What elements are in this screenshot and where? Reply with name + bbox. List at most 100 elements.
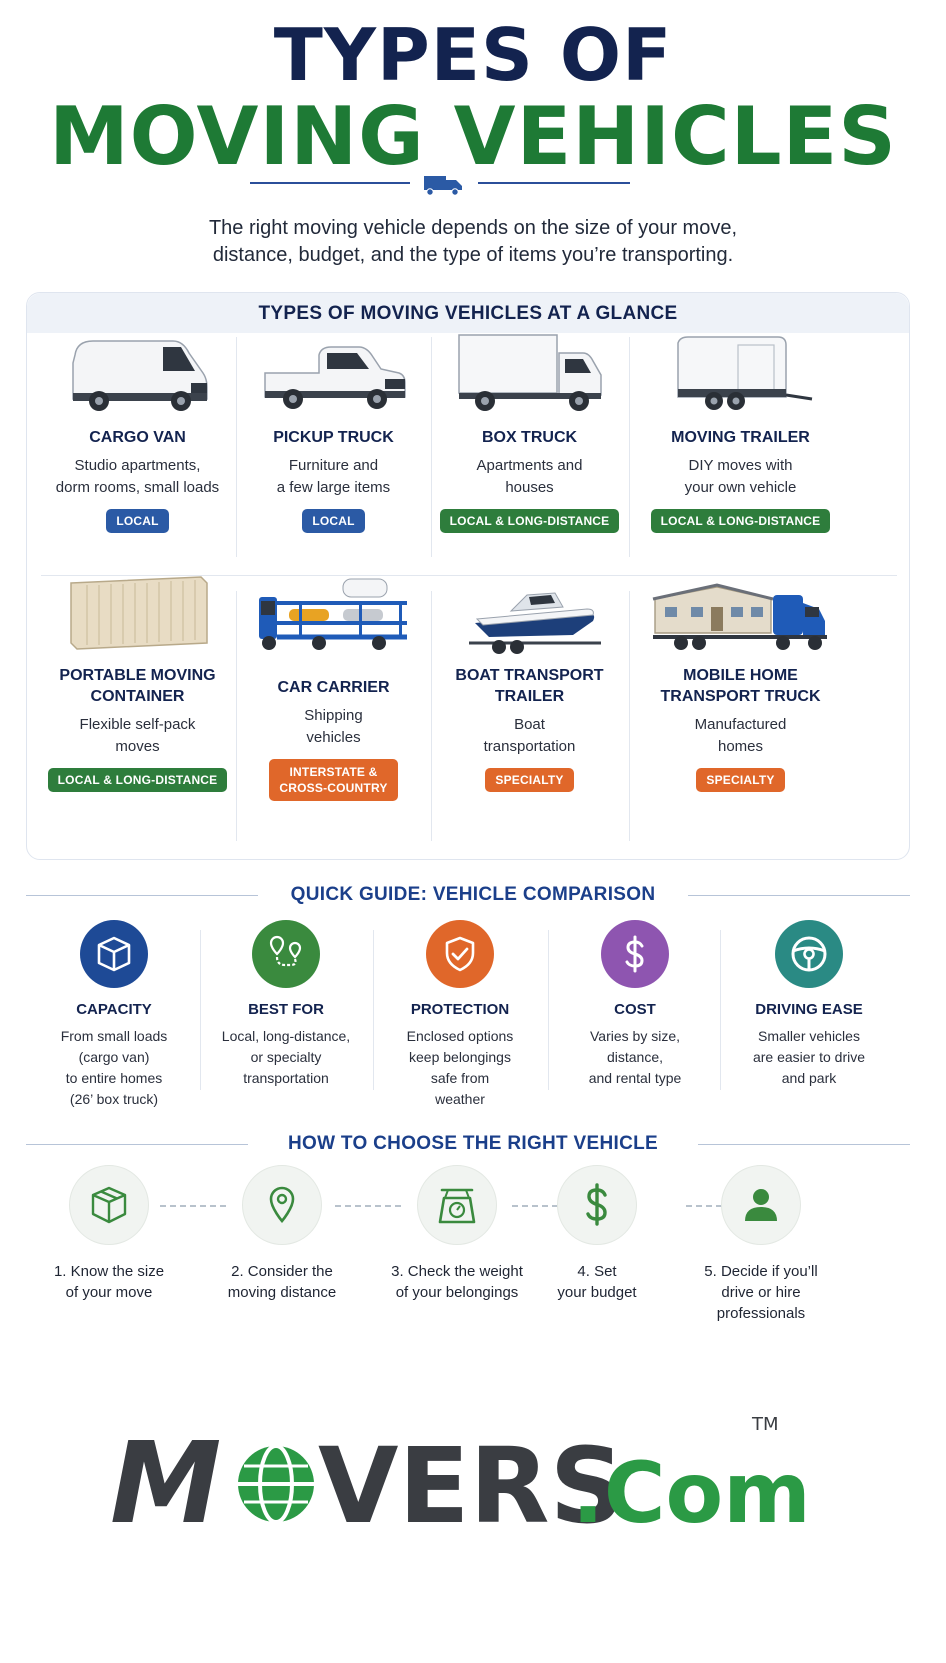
badge-line: INTERSTATE &	[289, 765, 378, 779]
step-text-line: professionals	[716, 1305, 806, 1322]
description-line: your own vehicle	[684, 479, 797, 496]
vehicle-description: Apartments and houses	[419, 455, 640, 499]
description-line: keep belongings	[409, 1049, 511, 1065]
step-text-line: drive or hire	[721, 1284, 801, 1301]
subtitle-line-2: distance, budget, and the type of items …	[212, 244, 734, 266]
vehicle-card-car-carrier: CAR CARRIER Shipping vehicles INTERSTATE…	[223, 573, 444, 801]
cargo-van-icon	[71, 340, 208, 411]
distance-badge: SPECIALTY	[485, 768, 574, 792]
vehicle-card-portable-container: PORTABLE MOVING CONTAINER Flexible self-…	[27, 573, 248, 792]
globe-icon	[238, 1444, 314, 1524]
description-line: to entire homes	[65, 1070, 163, 1086]
vehicle-description: Boat transportation	[419, 714, 640, 758]
step-connector	[160, 1205, 226, 1207]
vehicles-at-a-glance-card: TYPES OF MOVING VEHICLES AT A GLANCE CAR…	[26, 292, 910, 860]
vehicle-name: BOAT TRANSPORT TRAILER	[419, 665, 640, 707]
distance-badge: LOCAL & LONG-DISTANCE	[439, 509, 620, 533]
vehicle-description: Manufactured homes	[630, 714, 851, 758]
movers-com-logo: M VERS .Com TM	[110, 1414, 810, 1540]
name-line: CONTAINER	[90, 688, 185, 705]
step-connector	[686, 1205, 752, 1207]
vehicle-card-moving-trailer: MOVING TRAILER DIY moves with your own v…	[630, 333, 851, 533]
description-line: and park	[781, 1070, 837, 1086]
vehicle-name: PORTABLE MOVING CONTAINER	[27, 665, 248, 707]
column-divider	[629, 591, 630, 841]
description-line: weather	[435, 1091, 485, 1107]
step-set-budget: 4. Set your budget	[512, 1165, 682, 1303]
box-icon	[69, 1165, 149, 1245]
step-text-line: moving distance	[227, 1284, 337, 1301]
step-connector	[335, 1205, 401, 1207]
step-text-line: of your move	[65, 1284, 153, 1301]
feature-protection: PROTECTION Enclosed options keep belongi…	[377, 920, 543, 1110]
vehicle-name: PICKUP TRUCK	[273, 429, 394, 446]
description-line: Local, long-distance,	[221, 1028, 351, 1044]
step-text-line: 1. Know the size	[53, 1263, 165, 1280]
steering-wheel-icon	[775, 920, 843, 988]
step-text: 5. Decide if you’ll drive or hire profes…	[676, 1261, 846, 1324]
description-line: Manufactured	[694, 716, 787, 733]
feature-title: BEST FOR	[248, 1001, 324, 1018]
description-line: transportation	[483, 738, 576, 755]
location-pin-icon	[242, 1165, 322, 1245]
shield-check-icon	[426, 920, 494, 988]
box-icon	[80, 920, 148, 988]
section-rule	[26, 1144, 248, 1145]
description-line: Boat	[514, 716, 545, 733]
description-line: DIY moves with	[688, 457, 793, 474]
feature-description: From small loads (cargo van) to entire h…	[31, 1026, 197, 1110]
step-text-line: your budget	[557, 1284, 637, 1301]
logo-trademark: TM	[751, 1414, 779, 1435]
box-truck-icon	[457, 334, 602, 411]
route-icon	[252, 920, 320, 988]
feature-description: Local, long-distance, or specialty trans…	[203, 1026, 369, 1089]
person-icon	[721, 1165, 801, 1245]
steps-section-title: HOW TO CHOOSE THE RIGHT VEHICLE	[288, 1133, 658, 1154]
step-drive-or-hire: 5. Decide if you’ll drive or hire profes…	[676, 1165, 846, 1324]
vehicle-name: CARGO VAN	[89, 429, 186, 446]
vehicle-name: MOVING TRAILER	[671, 429, 810, 446]
vehicle-card-mobile-home-transport: MOBILE HOME TRANSPORT TRUCK Manufactured…	[630, 573, 851, 792]
feature-divider	[720, 930, 721, 1090]
description-line: transportation	[243, 1070, 329, 1086]
page-title-line-1: TYPES OF	[273, 13, 673, 97]
pickup-truck-icon	[263, 346, 406, 409]
row-divider	[41, 575, 897, 576]
name-line: BOAT TRANSPORT	[455, 667, 604, 684]
column-divider	[431, 337, 432, 557]
description-line: Varies by size,	[590, 1028, 680, 1044]
vehicle-description: DIY moves with your own vehicle	[630, 455, 851, 499]
steps-section-header: HOW TO CHOOSE THE RIGHT VEHICLE	[0, 1129, 946, 1159]
truck-icon	[424, 176, 462, 196]
description-line: From small loads	[60, 1028, 168, 1044]
description-line: homes	[717, 738, 764, 755]
feature-best-for: BEST FOR Local, long-distance, or specia…	[203, 920, 369, 1089]
logo-letter-m: M	[110, 1419, 221, 1540]
name-line: TRANSPORT TRUCK	[660, 688, 821, 705]
header-divider	[250, 176, 630, 196]
dollar-icon	[601, 920, 669, 988]
description-line: moves	[115, 738, 160, 755]
comparison-section-title: QUICK GUIDE: VEHICLE COMPARISON	[290, 884, 656, 905]
vehicle-card-pickup-truck: PICKUP TRUCK Furniture and a few large i…	[223, 333, 444, 533]
name-line: TRAILER	[494, 688, 565, 705]
distance-badge: SPECIALTY	[696, 768, 785, 792]
description-line: are easier to drive	[752, 1049, 866, 1065]
description-line: Apartments and	[476, 457, 583, 474]
feature-divider	[373, 930, 374, 1090]
section-rule	[688, 895, 910, 896]
description-line: a few large items	[276, 479, 391, 496]
vehicle-name: CAR CARRIER	[277, 679, 390, 696]
description-line: Furniture and	[288, 457, 379, 474]
description-line: Studio apartments,	[74, 457, 201, 474]
vehicle-card-boat-transport-trailer: BOAT TRANSPORT TRAILER Boat transportati…	[419, 573, 640, 792]
car-carrier-icon	[258, 578, 407, 650]
vehicle-description: Flexible self-pack moves	[27, 714, 248, 758]
distance-badge: LOCAL & LONG-DISTANCE	[47, 768, 228, 792]
step-text-line: 2. Consider the	[231, 1263, 333, 1280]
step-text-line: of your belongings	[395, 1284, 519, 1301]
distance-badge: LOCAL	[106, 509, 169, 533]
description-line: or specialty	[250, 1049, 322, 1065]
section-rule	[26, 895, 258, 896]
step-consider-distance: 2. Consider the moving distance	[197, 1165, 367, 1303]
